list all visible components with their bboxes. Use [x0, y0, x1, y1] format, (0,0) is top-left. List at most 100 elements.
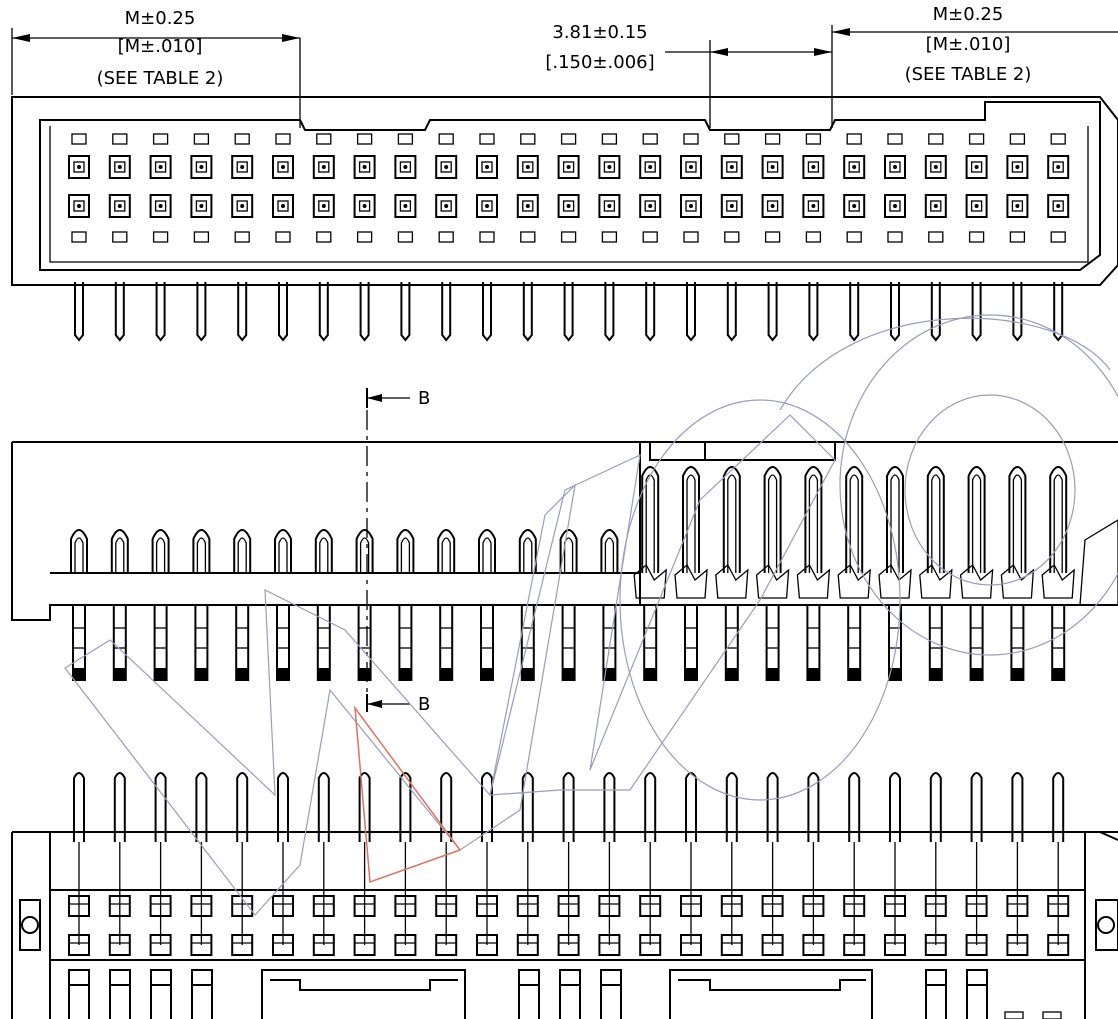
- side-pin: [559, 529, 578, 573]
- bottom-contact: [516, 895, 539, 917]
- dim-right-metric: M±0.25: [933, 4, 1004, 25]
- contact-square: [353, 155, 376, 179]
- contact-square: [924, 155, 947, 179]
- side-pin: [926, 466, 945, 573]
- bottom-view: [11, 772, 1118, 1019]
- dim-right-note: (SEE TABLE 2): [905, 64, 1032, 85]
- mount-hole-right: [1095, 899, 1118, 951]
- side-pin: [1008, 466, 1027, 573]
- bottom-pin: [889, 772, 901, 842]
- bottom-contact: [108, 895, 131, 917]
- bottom-slot: [68, 969, 90, 1019]
- pcb-leg: [808, 282, 819, 342]
- dim-pitch-metric: 3.81±0.15: [552, 22, 647, 43]
- contact-square: [598, 155, 621, 179]
- top-leg-array: [74, 282, 1064, 342]
- contact-square: [965, 155, 988, 179]
- bottom-pin: [195, 772, 208, 842]
- bottom-contact: [1047, 934, 1070, 956]
- side-pin: [845, 466, 864, 573]
- side-pin: [967, 466, 986, 573]
- dim-left-note: (SEE TABLE 2): [97, 68, 224, 89]
- bottom-contact: [557, 895, 580, 917]
- pcb-leg: [849, 282, 860, 342]
- contact-square: [476, 194, 498, 218]
- bottom-slot: [109, 969, 131, 1019]
- contact-square: [1006, 155, 1029, 179]
- dim-pitch-imperial: [.150±.006]: [545, 52, 654, 73]
- edge-hatch: [1079, 519, 1118, 606]
- pcb-leg: [1053, 282, 1064, 342]
- bottom-pin: [358, 772, 371, 842]
- dim-left-imperial: [M±.010]: [118, 36, 203, 57]
- contact-square: [108, 194, 131, 218]
- contact-square: [1047, 194, 1070, 218]
- bottom-contact: [476, 895, 498, 917]
- hatched-body: [674, 563, 708, 599]
- bottom-contact: [680, 895, 702, 917]
- watermark-logo: [64, 314, 1118, 916]
- side-pin: [763, 466, 782, 573]
- bottom-pin: [236, 772, 249, 842]
- contact-square: [435, 194, 458, 218]
- bottom-contact: [68, 895, 90, 917]
- contact-square: [680, 194, 702, 218]
- contact-square: [802, 194, 825, 218]
- bottom-contact: [108, 934, 131, 956]
- contact-square: [68, 194, 90, 218]
- bottom-contact: [924, 934, 947, 956]
- side-pin: [804, 466, 823, 573]
- bottom-contact: [1006, 895, 1029, 917]
- side-pin: [192, 529, 211, 573]
- contact-square: [598, 194, 621, 218]
- bottom-contact: [761, 895, 784, 917]
- contact-square: [802, 155, 825, 179]
- contact-square: [149, 155, 172, 179]
- bottom-pin: [521, 772, 534, 842]
- bottom-contact: [802, 895, 825, 917]
- contact-square: [761, 194, 784, 218]
- bottom-contact: [924, 895, 947, 917]
- bottom-slot-array: [68, 969, 1062, 1019]
- side-pin: [641, 466, 660, 573]
- pcb-leg: [930, 282, 941, 342]
- section-label-top: B: [418, 388, 430, 409]
- bottom-slot: [1004, 1011, 1024, 1019]
- bottom-contact: [231, 895, 254, 917]
- hatched-body: [796, 563, 831, 599]
- contact-square: [394, 194, 417, 218]
- bottom-slot: [559, 969, 581, 1019]
- mount-hole-left: [19, 899, 41, 951]
- contact-square: [394, 155, 417, 179]
- section-label-bottom: B: [418, 694, 430, 715]
- bottom-contact: [353, 895, 376, 917]
- bottom-contact: [720, 934, 743, 956]
- side-pin: [478, 529, 496, 573]
- pcb-leg: [359, 282, 370, 342]
- pcb-leg: [196, 282, 207, 342]
- contact-square: [924, 194, 947, 218]
- bottom-contact: [598, 934, 621, 956]
- bottom-pin: [766, 772, 779, 842]
- dim-right-imperial: [M±.010]: [926, 34, 1011, 55]
- bottom-pin: [725, 772, 738, 842]
- contact-square: [639, 155, 662, 179]
- bottom-pin: [277, 772, 289, 842]
- contact-square: [843, 194, 866, 218]
- contact-square: [353, 194, 376, 218]
- section-marker-bottom: B: [366, 694, 430, 715]
- section-marker-top: B: [366, 388, 430, 409]
- side-pin: [600, 529, 619, 573]
- hatched-body: [878, 563, 912, 599]
- bottom-contact: [394, 895, 417, 917]
- pcb-leg: [971, 282, 982, 342]
- pcb-leg: [400, 282, 411, 342]
- bottom-pin: [113, 772, 126, 842]
- bottom-slot: [191, 969, 213, 1019]
- hatched-body: [1041, 563, 1075, 599]
- bottom-pin-array: [68, 772, 1070, 956]
- bottom-pin: [399, 772, 412, 842]
- contact-square: [435, 155, 458, 179]
- bottom-pin: [481, 772, 493, 842]
